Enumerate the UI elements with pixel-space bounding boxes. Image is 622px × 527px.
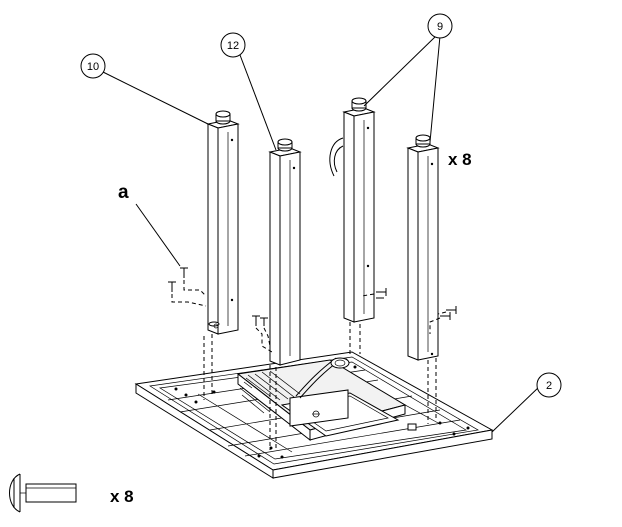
callout-9-text: 9 [437, 21, 443, 33]
screw-a [180, 267, 188, 278]
callout-9: 9 [427, 13, 453, 39]
leg-9-back [329, 97, 376, 356]
screws [168, 267, 457, 353]
callout-12: 12 [220, 32, 246, 58]
callout-10: 10 [80, 53, 106, 79]
screw-a2 [168, 281, 176, 292]
leg-12 [268, 138, 302, 450]
callout-2-text: 2 [546, 380, 552, 392]
leg-10 [203, 110, 240, 400]
leader-lines [102, 35, 541, 433]
callout-2: 2 [536, 372, 562, 398]
qty-bottom-label: x 8 [110, 487, 134, 506]
callout-10-text: 10 [87, 61, 99, 73]
qty-top-label: x 8 [448, 150, 472, 169]
heater-unit [236, 357, 417, 442]
callout-12-text: 12 [227, 40, 239, 52]
screw-ref-label: a [118, 182, 129, 203]
leg-9-right [406, 134, 440, 424]
screw-detail-icon [9, 473, 77, 513]
